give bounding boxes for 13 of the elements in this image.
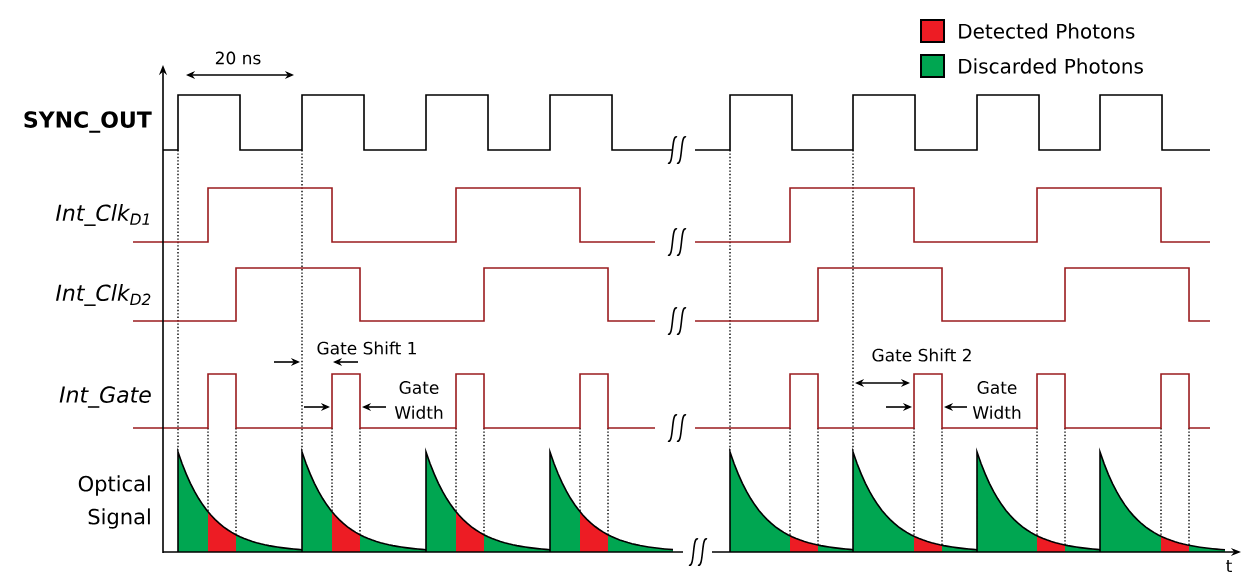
dimension-label: Gate Shift 1	[317, 341, 416, 355]
dimension-label: Gate Width	[972, 381, 1021, 419]
dimension-label: Gate Width	[394, 381, 443, 419]
dimension-label: Gate Shift 2	[872, 348, 971, 362]
signal-label: SYNC_OUT	[24, 111, 152, 133]
legend-text: Discarded Photons	[959, 58, 1143, 74]
signal-label: Int_Clk$_{D1}$	[55, 204, 149, 226]
signal-label: Optical Signal	[78, 475, 150, 529]
axis-label: t	[1226, 560, 1232, 572]
dimension-label: 20 ns	[215, 51, 261, 65]
legend-text: Detected Photons	[959, 23, 1135, 39]
signal-label: Int_Clk$_{D2}$	[55, 284, 151, 306]
signal-label: Int_Gate	[59, 386, 151, 408]
